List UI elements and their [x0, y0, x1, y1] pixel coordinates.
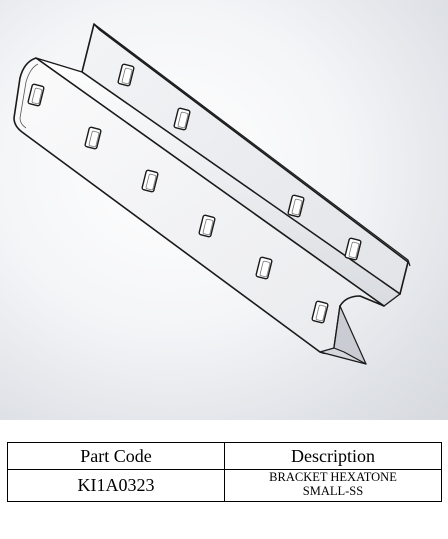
parts-table: Part Code Description KI1A0323 BRACKET H… [7, 442, 442, 502]
model-viewport[interactable] [0, 0, 448, 420]
description-header: Description [224, 442, 442, 470]
web-edge-highlight [19, 63, 39, 129]
back-flange-slot-shadows [121, 67, 360, 259]
back-flange-lip [93, 23, 411, 267]
table-row: KI1A0323 BRACKET HEXATONE SMALL-SS [7, 469, 442, 502]
web-slot-shadows [31, 87, 327, 322]
part-code-cell: KI1A0323 [7, 469, 225, 502]
part-code-header: Part Code [7, 442, 225, 470]
back-flange [81, 23, 409, 295]
parts-table-header-row: Part Code Description [7, 442, 442, 470]
bracket-model [13, 23, 411, 365]
description-line: BRACKET HEXATONE [269, 470, 397, 484]
description-cell: BRACKET HEXATONE SMALL-SS [224, 469, 442, 502]
description-line: SMALL-SS [302, 484, 364, 498]
front-return-face [333, 305, 367, 365]
